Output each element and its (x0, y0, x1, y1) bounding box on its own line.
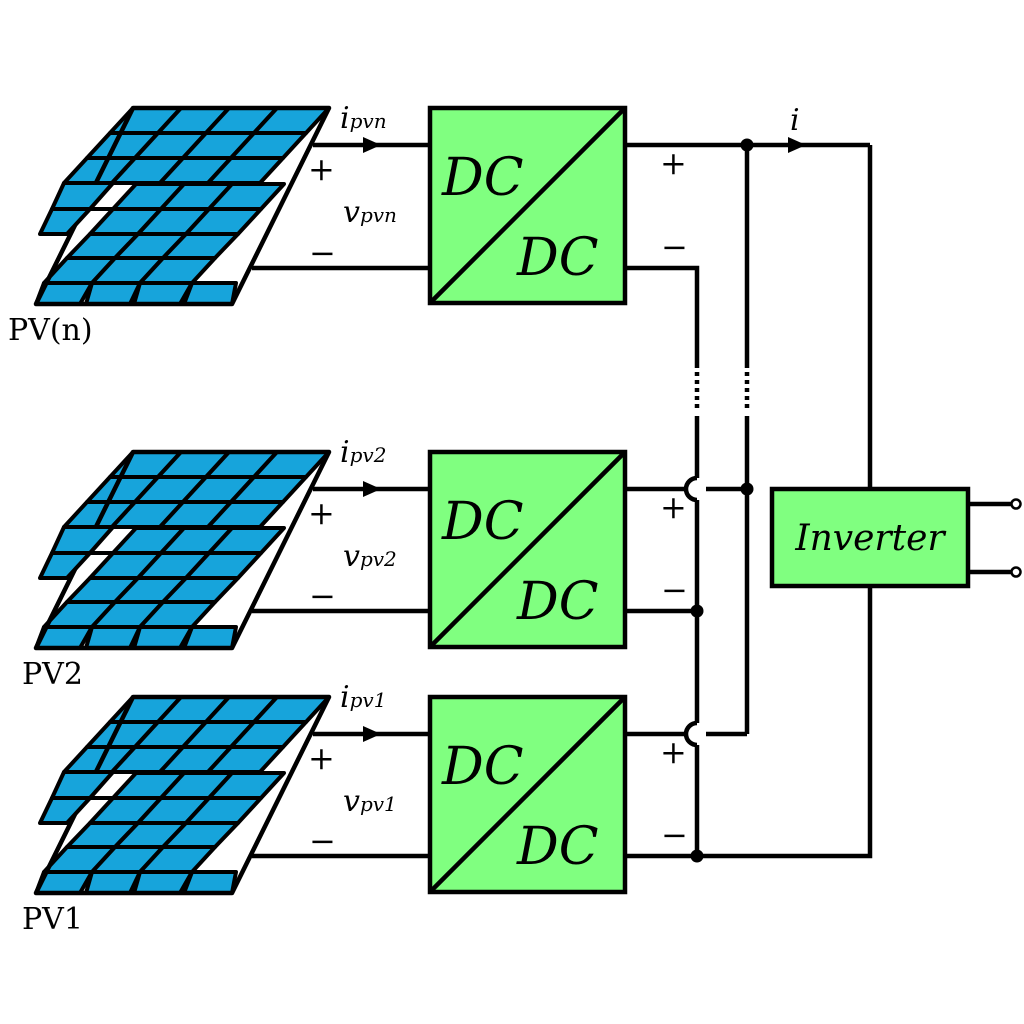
panel-label-1: PV1 (22, 902, 83, 937)
junction-dot (690, 849, 704, 863)
converter-bottom-label: DC (516, 817, 598, 877)
inverter-label: Inverter (794, 518, 946, 559)
junction-dot (690, 604, 704, 618)
panel-label-2: PV2 (22, 657, 83, 692)
minus-sign: − (661, 816, 688, 854)
converter-bottom-label: DC (516, 228, 598, 288)
dcdc-converter-n: DC DC (427, 105, 628, 306)
current-arrow-n (363, 137, 381, 153)
current-label-2: ipv2 (340, 435, 386, 470)
current-label-n: ipvn (340, 101, 387, 136)
minus-sign: − (661, 571, 688, 609)
panel-label-n: PV(n) (8, 313, 93, 348)
dcdc-converter-2: DC DC (427, 449, 628, 650)
plus-sign: + (660, 144, 687, 182)
bus-wiring (625, 138, 873, 863)
pv-panel-1 (36, 697, 329, 893)
junction-dot (740, 138, 754, 152)
minus-sign: − (309, 234, 336, 272)
plus-sign: + (308, 739, 335, 777)
ac-terminal (1010, 498, 1022, 510)
labels: ipvn vpvn + − + − PV(n) ipv2 vpv2 + − + … (8, 101, 800, 937)
voltage-label-n: vpvn (343, 195, 397, 230)
minus-sign: − (309, 577, 336, 615)
plus-sign: + (660, 488, 687, 526)
converter-top-label: DC (441, 737, 523, 797)
dcdc-converter-1: DC DC (427, 694, 628, 895)
plus-sign: + (308, 150, 335, 188)
converter-top-label: DC (441, 148, 523, 208)
current-label-1: ipv1 (340, 680, 386, 715)
plus-sign: + (660, 733, 687, 771)
output-current-label: i (790, 103, 800, 138)
current-arrow-1 (363, 726, 381, 742)
pv-panel-n (36, 108, 329, 304)
junction-dot (740, 482, 754, 496)
voltage-label-1: vpv1 (343, 784, 397, 819)
current-arrow-2 (363, 481, 381, 497)
converter-top-label: DC (441, 492, 523, 552)
minus-sign: − (661, 228, 688, 266)
minus-sign: − (309, 822, 336, 860)
inverter-block: Inverter (769, 486, 1022, 589)
plus-sign: + (308, 494, 335, 532)
ac-terminal (1010, 566, 1022, 578)
pv-panel-2 (36, 452, 329, 648)
voltage-label-2: vpv2 (343, 539, 397, 574)
converter-bottom-label: DC (516, 572, 598, 632)
